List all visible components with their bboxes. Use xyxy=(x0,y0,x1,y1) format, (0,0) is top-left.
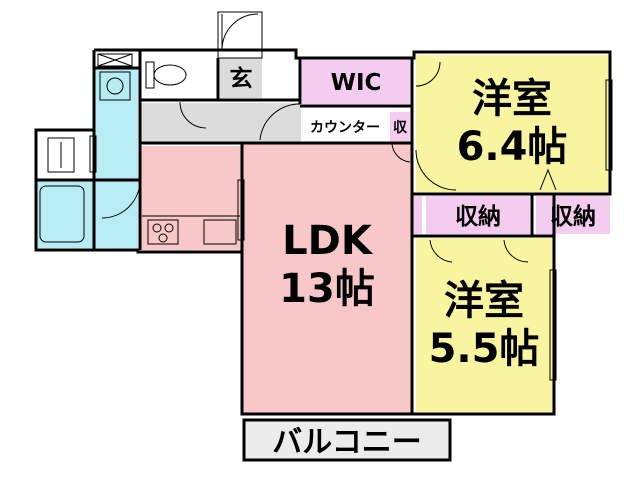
wic-room xyxy=(302,58,410,104)
western1-name-label: 洋室 xyxy=(472,76,552,122)
bath-door-swing xyxy=(101,179,141,219)
western-room-1 xyxy=(416,55,610,192)
shelf-mark xyxy=(97,53,133,67)
balcony xyxy=(242,418,452,462)
entrance-floor xyxy=(220,58,262,98)
western2-door-swing xyxy=(429,239,453,263)
ldk-name-label: LDK xyxy=(282,218,374,264)
bathtub xyxy=(39,185,85,243)
closet-door-fold xyxy=(539,168,557,191)
balcony-floor xyxy=(244,420,450,460)
western2-name-label: 洋室 xyxy=(444,278,524,324)
window xyxy=(89,135,97,173)
balcony-label: バルコニー xyxy=(272,425,421,460)
western2-size-label: 5.5帖 xyxy=(429,326,540,372)
window xyxy=(605,79,613,171)
counter-label: カウンター xyxy=(310,120,380,136)
entrance-porch xyxy=(217,11,263,59)
toilet-tank xyxy=(145,61,155,89)
western1-size-label: 6.4帖 xyxy=(457,124,568,170)
wic-label: WIC xyxy=(331,70,382,96)
closet1-label: 収納 xyxy=(455,203,501,230)
burner-icon xyxy=(164,223,174,233)
window xyxy=(237,179,245,241)
western1-door-swing xyxy=(415,149,457,191)
entrance-door-swing xyxy=(221,13,259,51)
stove xyxy=(147,219,179,245)
kitchen-area xyxy=(141,146,241,250)
toilet-door-swing xyxy=(179,101,207,129)
storage-small-label: 収 xyxy=(393,119,408,136)
wic-door-swing xyxy=(415,61,441,87)
wash-basin xyxy=(99,71,131,101)
storage-small xyxy=(390,112,410,142)
basin-bowl-icon xyxy=(106,77,124,95)
sink xyxy=(203,219,237,245)
hall-door-swing xyxy=(259,103,301,141)
closet2-label: 収納 xyxy=(550,203,596,230)
water-heater xyxy=(47,137,75,173)
hallway xyxy=(141,103,301,143)
ldk-size-label: 13帖 xyxy=(279,266,375,312)
closet-2 xyxy=(536,196,610,234)
storage-door-swing xyxy=(391,143,411,163)
washroom-lower xyxy=(95,180,138,248)
closet-1 xyxy=(426,196,530,234)
toilet-icon xyxy=(153,64,187,86)
burner-icon xyxy=(158,233,168,243)
western-room-2 xyxy=(416,238,554,412)
washroom xyxy=(95,68,138,180)
window xyxy=(549,269,557,381)
closet-door-swing xyxy=(503,239,529,263)
shelf xyxy=(97,53,133,67)
entrance-label: 玄 xyxy=(230,65,253,92)
outer-wall xyxy=(34,48,612,416)
ldk-room xyxy=(242,143,412,413)
bathroom xyxy=(36,180,96,248)
burner-icon xyxy=(152,223,162,233)
